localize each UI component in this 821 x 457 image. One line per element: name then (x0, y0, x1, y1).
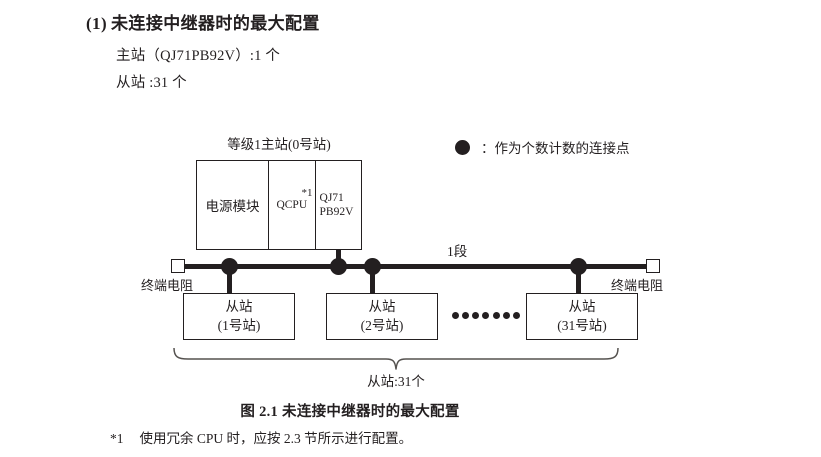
ellipsis-dot (452, 312, 459, 319)
qj71pb92v-cell: QJ71 PB92V (316, 161, 361, 249)
ellipsis-dot (482, 312, 490, 319)
network-module-line2: PB92V (319, 206, 354, 218)
network-module-label: QJ71 PB92V (320, 191, 354, 220)
connection-point-dot (330, 257, 347, 275)
ellipsis-dot (472, 312, 480, 319)
legend: ：作为个数计数的连接点 (455, 137, 630, 157)
footnote: *1 使用冗余 CPU 时，应按 2.3 节所示进行配置。 (110, 427, 412, 447)
ellipsis-dot (512, 312, 520, 319)
terminator-right-icon (646, 259, 660, 273)
footnote-mark: *1 (110, 431, 124, 446)
slave-station-box: 从站 (1号站) (183, 293, 295, 340)
terminator-right-label: 终端电阻 (611, 278, 664, 293)
footnote-mark-1: *1 (301, 187, 313, 199)
ellipsis-dot (492, 312, 500, 319)
bus-line (184, 263, 649, 269)
slave-drop-line (370, 266, 375, 294)
spec-master-count: 主站（QJ71PB92V）:1 个 (116, 48, 281, 64)
power-module-cell: 电源模块 (197, 161, 270, 249)
section-heading: (1)未连接中继器时的最大配置 (86, 9, 320, 34)
slave-drop-line (227, 266, 232, 294)
slave-group-brace (172, 348, 620, 370)
slave-station-title: 从站 (368, 299, 396, 315)
slave-station-box: 从站 (31号站) (526, 293, 638, 340)
section-title: 未连接中继器时的最大配置 (111, 14, 320, 33)
slave-station-title: 从站 (568, 299, 596, 315)
slave-station-title: 从站 (225, 299, 253, 315)
slave-drop-line (576, 266, 581, 294)
ellipsis-dot (502, 312, 510, 319)
slave-station-number: (1号站) (217, 317, 261, 333)
terminator-left-icon (171, 259, 185, 273)
spec-slave-count: 从站 :31 个 (116, 75, 187, 91)
master-module-box: 电源模块 QCPU *1 QJ71 PB92V (196, 160, 362, 250)
ellipsis-dots (452, 312, 520, 319)
section-number: (1) (86, 14, 108, 33)
legend-label: ：作为个数计数的连接点 (481, 141, 630, 156)
filled-circle-icon (455, 139, 470, 155)
slave-station-number: (2号站) (360, 317, 404, 333)
ellipsis-dot (462, 312, 470, 319)
network-module-line1: QJ71 (319, 191, 344, 204)
terminator-left-label: 终端电阻 (141, 278, 194, 293)
segment-label: 1段 (447, 244, 468, 259)
footnote-text: 使用冗余 CPU 时，应按 2.3 节所示进行配置。 (139, 431, 413, 446)
figure-caption: 图 2.1 未连接中继器时的最大配置 (240, 404, 460, 420)
slave-station-number: (31号站) (557, 317, 607, 333)
master-station-label: 等级1主站(0号站) (227, 137, 331, 152)
slave-station-box: 从站 (2号站) (326, 293, 438, 340)
qcpu-cell: QCPU *1 (269, 161, 316, 249)
slave-group-label: 从站:31个 (367, 374, 425, 389)
qcpu-label: QCPU (276, 199, 308, 211)
